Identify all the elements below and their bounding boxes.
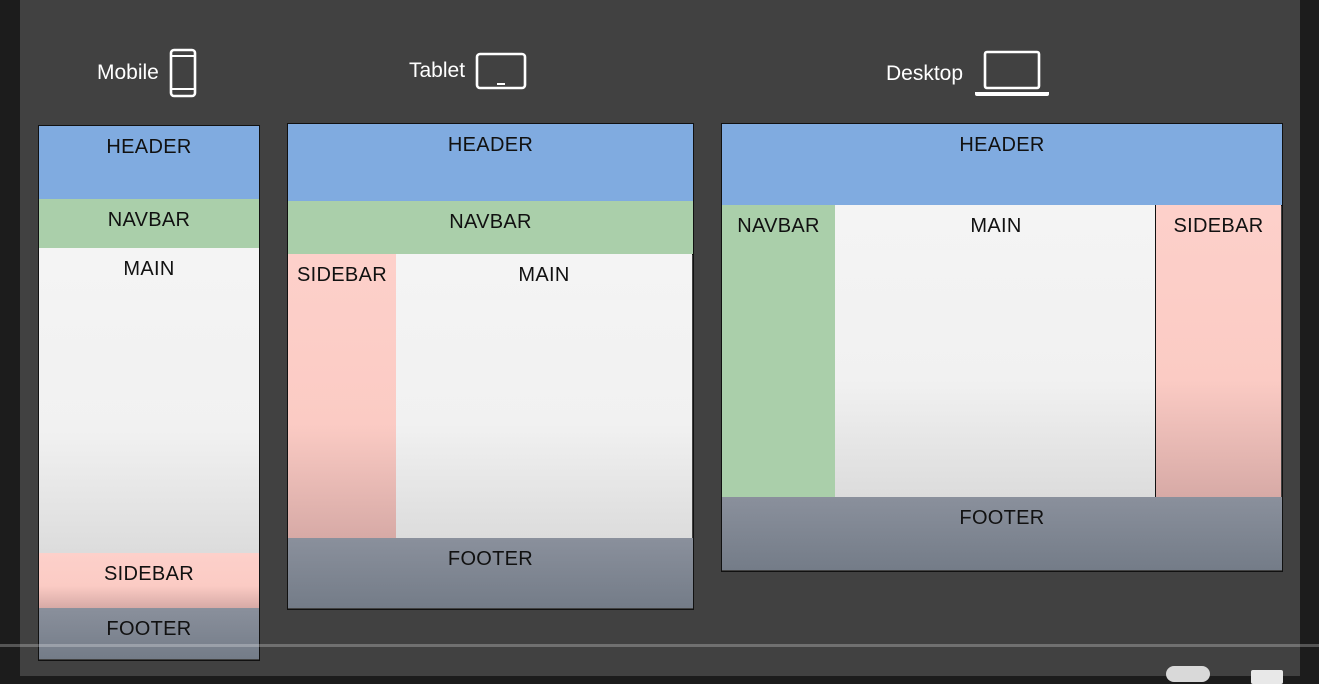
mobile-main-block: MAIN bbox=[39, 248, 259, 554]
desktop-sidebar-block: SIDEBAR bbox=[1155, 205, 1281, 498]
mobile-header-block: HEADER bbox=[39, 126, 259, 200]
tablet-main-block: MAIN bbox=[396, 254, 692, 539]
desktop-navbar-label: NAVBAR bbox=[737, 215, 820, 237]
tablet-icon bbox=[475, 52, 527, 90]
tablet-title-label: Tablet bbox=[409, 59, 466, 82]
player-control-button[interactable] bbox=[1251, 670, 1283, 684]
tablet-main-label: MAIN bbox=[518, 264, 570, 286]
mobile-sidebar-block: SIDEBAR bbox=[39, 553, 259, 609]
laptop-icon bbox=[975, 50, 1050, 96]
slide-canvas: Mobile HEADER NAVBAR MAIN SIDEBAR FOOTER… bbox=[20, 0, 1300, 676]
desktop-navbar-block: NAVBAR bbox=[722, 205, 836, 498]
tablet-header-label: HEADER bbox=[447, 134, 534, 156]
desktop-main-label: MAIN bbox=[970, 215, 1022, 237]
tablet-footer-block: FOOTER bbox=[288, 538, 693, 608]
mobile-main-label: MAIN bbox=[123, 258, 175, 280]
desktop-title-label: Desktop bbox=[886, 62, 964, 85]
mobile-navbar-block: NAVBAR bbox=[39, 199, 259, 249]
mobile-sidebar-label: SIDEBAR bbox=[104, 563, 194, 585]
autoplay-toggle[interactable] bbox=[1166, 666, 1210, 682]
desktop-layout: HEADER NAVBAR MAIN SIDEBAR FOOTER bbox=[721, 123, 1283, 572]
tablet-footer-label: FOOTER bbox=[447, 548, 534, 570]
mobile-title: Mobile bbox=[97, 48, 197, 98]
tablet-sidebar-label: SIDEBAR bbox=[297, 264, 387, 286]
desktop-title: Desktop bbox=[886, 50, 1051, 98]
desktop-header-block: HEADER bbox=[722, 124, 1282, 206]
mobile-title-label: Mobile bbox=[97, 61, 159, 84]
mobile-footer-label: FOOTER bbox=[106, 618, 192, 640]
tablet-navbar-label: NAVBAR bbox=[449, 211, 532, 233]
mobile-navbar-label: NAVBAR bbox=[107, 209, 191, 231]
tablet-header-block: HEADER bbox=[288, 124, 693, 202]
mobile-header-label: HEADER bbox=[106, 136, 192, 158]
tablet-layout: HEADER NAVBAR SIDEBAR MAIN FOOTER bbox=[287, 123, 694, 610]
desktop-sidebar-label: SIDEBAR bbox=[1173, 215, 1264, 237]
tablet-title: Tablet bbox=[409, 52, 527, 90]
desktop-footer-label: FOOTER bbox=[959, 507, 1045, 529]
desktop-main-block: MAIN bbox=[835, 205, 1157, 498]
smartphone-icon bbox=[169, 48, 197, 98]
mobile-layout: HEADER NAVBAR MAIN SIDEBAR FOOTER bbox=[38, 125, 260, 661]
desktop-footer-block: FOOTER bbox=[722, 497, 1282, 570]
video-progress-bar[interactable] bbox=[0, 644, 1319, 647]
mobile-footer-block: FOOTER bbox=[39, 608, 259, 659]
tablet-sidebar-block: SIDEBAR bbox=[288, 254, 397, 539]
tablet-navbar-block: NAVBAR bbox=[288, 201, 693, 255]
desktop-header-label: HEADER bbox=[959, 134, 1045, 156]
